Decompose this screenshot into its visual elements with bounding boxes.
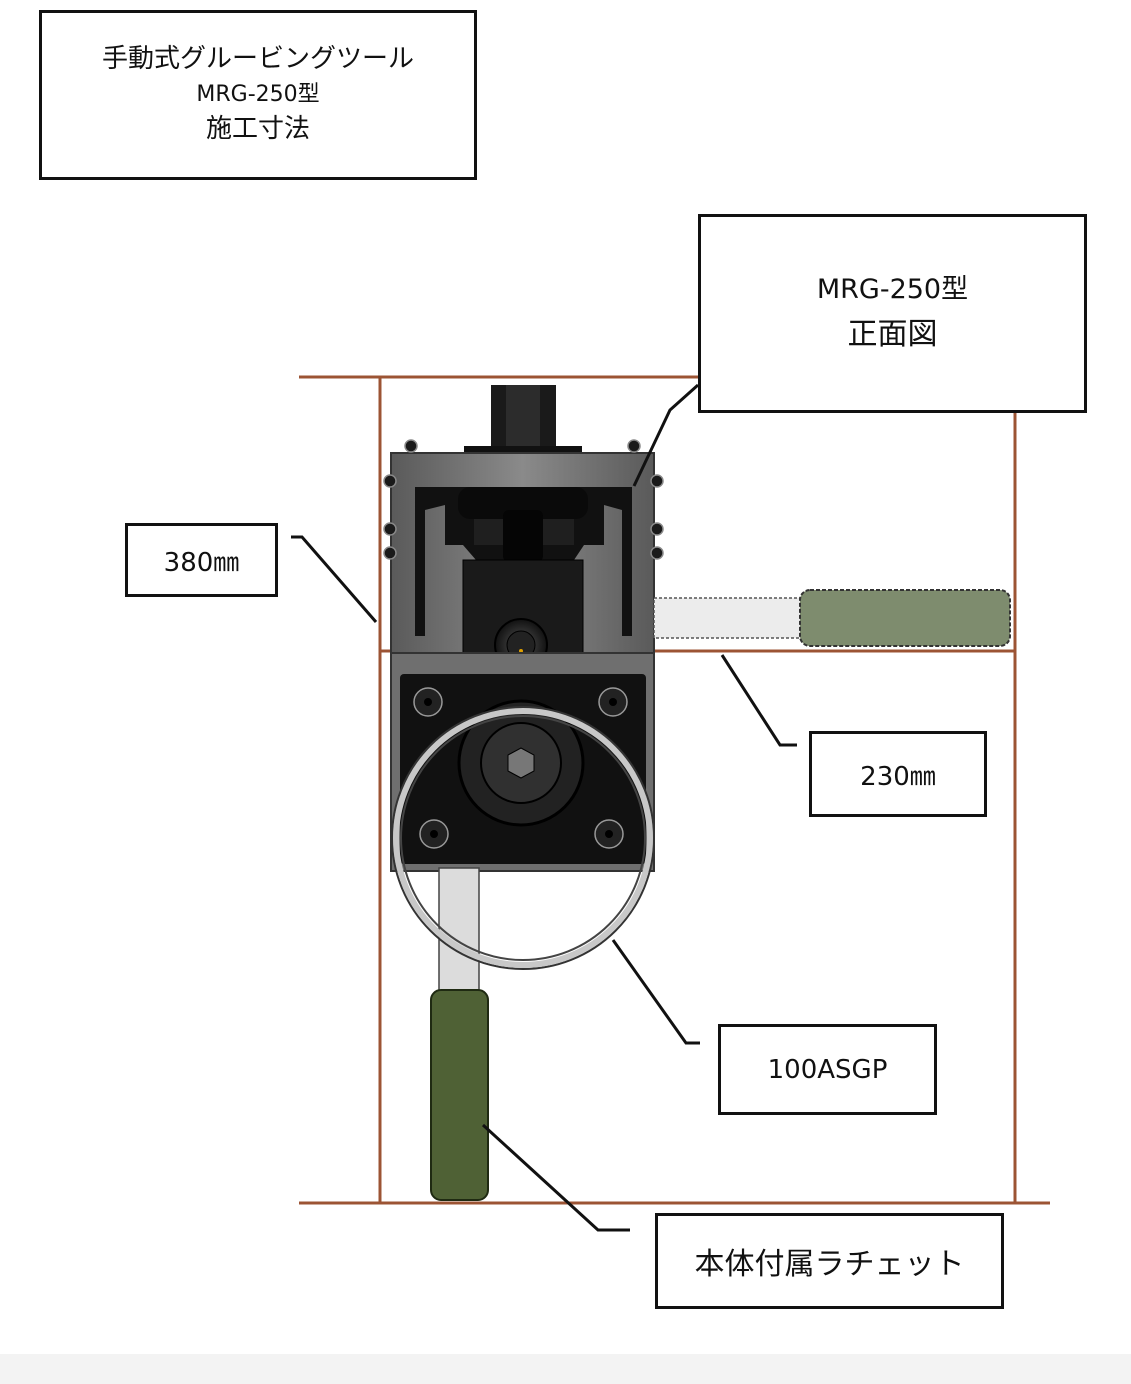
leader-height bbox=[291, 535, 378, 623]
view-model: MRG-250型 bbox=[816, 273, 969, 305]
leader-width bbox=[720, 654, 797, 747]
ratchet-label: 本体付属ラチェット bbox=[655, 1213, 1004, 1309]
width-dimension-label: 230㎜ bbox=[809, 731, 987, 817]
bottom-ratchet bbox=[430, 867, 489, 1201]
pipe-ring bbox=[391, 706, 655, 970]
title-model: MRG-250型 bbox=[196, 82, 320, 108]
view-name: 正面図 bbox=[847, 317, 938, 353]
side-ratchet-handle bbox=[653, 589, 1011, 647]
leader-pipe bbox=[611, 939, 700, 1045]
title-product-name: 手動式グルービングツール bbox=[101, 44, 414, 75]
view-label-box: MRG-250型 正面図 bbox=[698, 214, 1087, 413]
pipe-size-label: 100ASGP bbox=[718, 1024, 937, 1115]
height-dimension-label: 380㎜ bbox=[125, 523, 278, 597]
side-bolts bbox=[383, 439, 664, 560]
bottom-strip bbox=[0, 1354, 1131, 1384]
leader-lines bbox=[291, 383, 797, 1232]
leader-ratchet bbox=[481, 1123, 630, 1232]
top-drive-shaft bbox=[464, 385, 582, 456]
title-box: 手動式グルービングツール MRG-250型 施工寸法 bbox=[39, 10, 477, 180]
leader-view bbox=[632, 383, 699, 487]
title-subtitle: 施工寸法 bbox=[205, 113, 310, 144]
